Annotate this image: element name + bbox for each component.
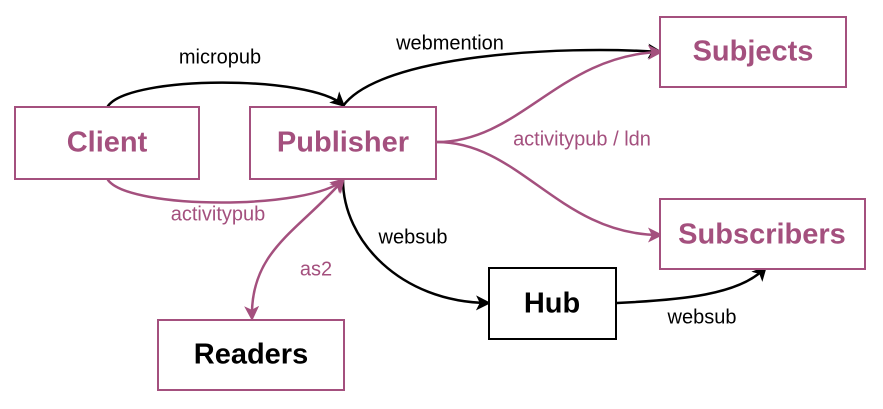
- edge-label-activitypub: activitypub: [171, 203, 266, 225]
- node-readers-box: [157, 319, 345, 391]
- edge-label-websub-publisher-hub: websub: [378, 226, 448, 248]
- edge-label-as2: as2: [300, 258, 332, 280]
- edge-micropub: [106, 81, 346, 108]
- node-hub-label: Hub: [524, 288, 580, 320]
- node-client-box: [14, 106, 200, 180]
- node-subjects: Subjects: [659, 16, 847, 88]
- edge-activitypub-subjects: [435, 44, 663, 144]
- edge-activitypub-subscribers: [435, 140, 663, 243]
- edge-websub-publisher-hub: [341, 178, 491, 311]
- node-subscribers-box: [659, 198, 866, 270]
- node-publisher-label: Publisher: [277, 127, 409, 159]
- node-hub-box: [488, 267, 617, 340]
- node-client: Client: [14, 106, 200, 180]
- edge-webmention: [341, 43, 663, 108]
- node-readers: Readers: [157, 319, 345, 391]
- edge-label-webmention: webmention: [395, 32, 504, 54]
- node-subscribers: Subscribers: [659, 198, 866, 270]
- edge-label-activitypub-ldn: activitypub / ldn: [513, 128, 651, 150]
- edge-label-micropub: micropub: [179, 46, 261, 68]
- node-readers-label: Readers: [194, 339, 308, 371]
- node-client-label: Client: [67, 127, 148, 159]
- node-hub: Hub: [488, 267, 617, 340]
- edge-as2: [244, 177, 345, 321]
- edge-websub-hub-subscribers: [615, 265, 768, 305]
- edge-activitypub-client: [106, 177, 346, 204]
- node-subjects-label: Subjects: [693, 36, 814, 68]
- node-publisher-box: [249, 106, 437, 180]
- node-publisher: Publisher: [249, 106, 437, 180]
- node-subscribers-label: Subscribers: [678, 219, 846, 251]
- node-subjects-box: [659, 16, 847, 88]
- edge-label-websub-hub-subscribers: websub: [667, 306, 737, 328]
